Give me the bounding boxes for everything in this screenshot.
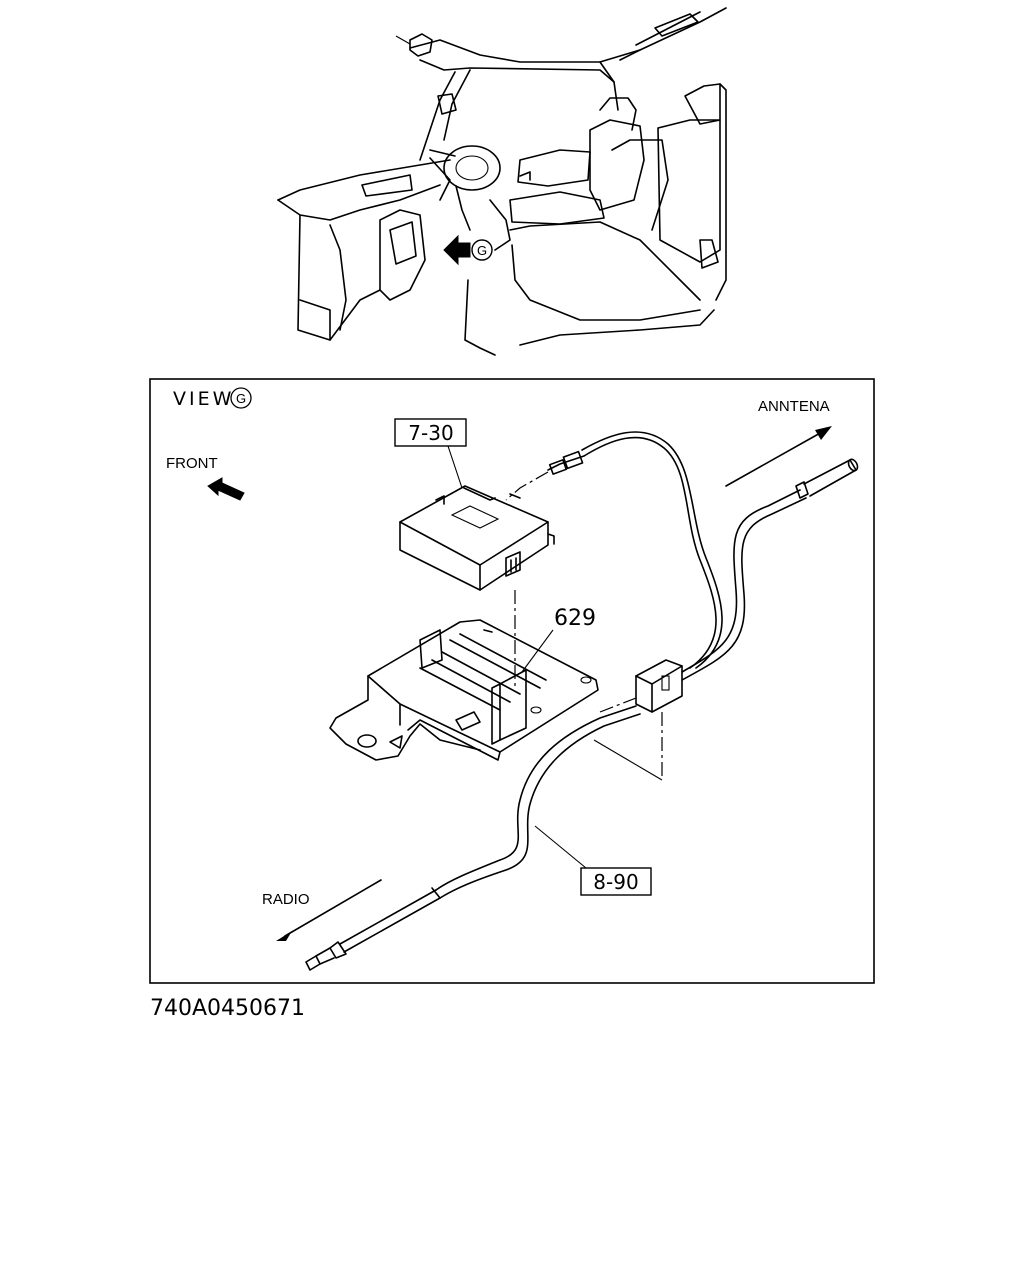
radio-label: RADIO bbox=[262, 891, 310, 908]
front-arrow-icon bbox=[207, 477, 245, 501]
antenna-direction-arrow bbox=[725, 426, 832, 487]
part-ref-8-90: 8-90 bbox=[593, 870, 638, 894]
view-g-marker-overview: G bbox=[471, 239, 493, 261]
antenna-cable bbox=[681, 458, 859, 681]
view-g-marker-letter: G bbox=[477, 243, 487, 258]
cab-interior-illustration bbox=[277, 7, 727, 356]
view-title-letter: G bbox=[236, 391, 246, 406]
antenna-label: ANNTENA bbox=[758, 398, 830, 415]
radio-cable bbox=[305, 705, 641, 971]
view-title: VIEW G bbox=[173, 387, 252, 410]
view-direction-arrow bbox=[443, 234, 471, 266]
view-title-prefix: VIEW bbox=[173, 388, 234, 410]
cable-junction-block bbox=[593, 659, 683, 781]
radio-direction-arrow bbox=[276, 879, 382, 941]
part-ref-7-30: 7-30 bbox=[408, 421, 453, 445]
leader-8-90 bbox=[534, 825, 587, 869]
part-ref-7-30-box: 7-30 bbox=[394, 418, 467, 447]
detail-view-frame bbox=[149, 378, 875, 984]
unit-connector-plug bbox=[505, 450, 585, 501]
mounting-bracket bbox=[329, 619, 599, 761]
part-ref-8-90-box: 8-90 bbox=[580, 867, 652, 896]
unit-to-junction-cable bbox=[581, 431, 723, 669]
control-unit bbox=[399, 485, 555, 591]
leader-7-30 bbox=[447, 445, 463, 489]
figure-id: 740A0450671 bbox=[150, 996, 305, 1021]
front-label: FRONT bbox=[166, 455, 218, 472]
leader-629 bbox=[521, 629, 554, 673]
part-ref-629: 629 bbox=[554, 606, 596, 631]
